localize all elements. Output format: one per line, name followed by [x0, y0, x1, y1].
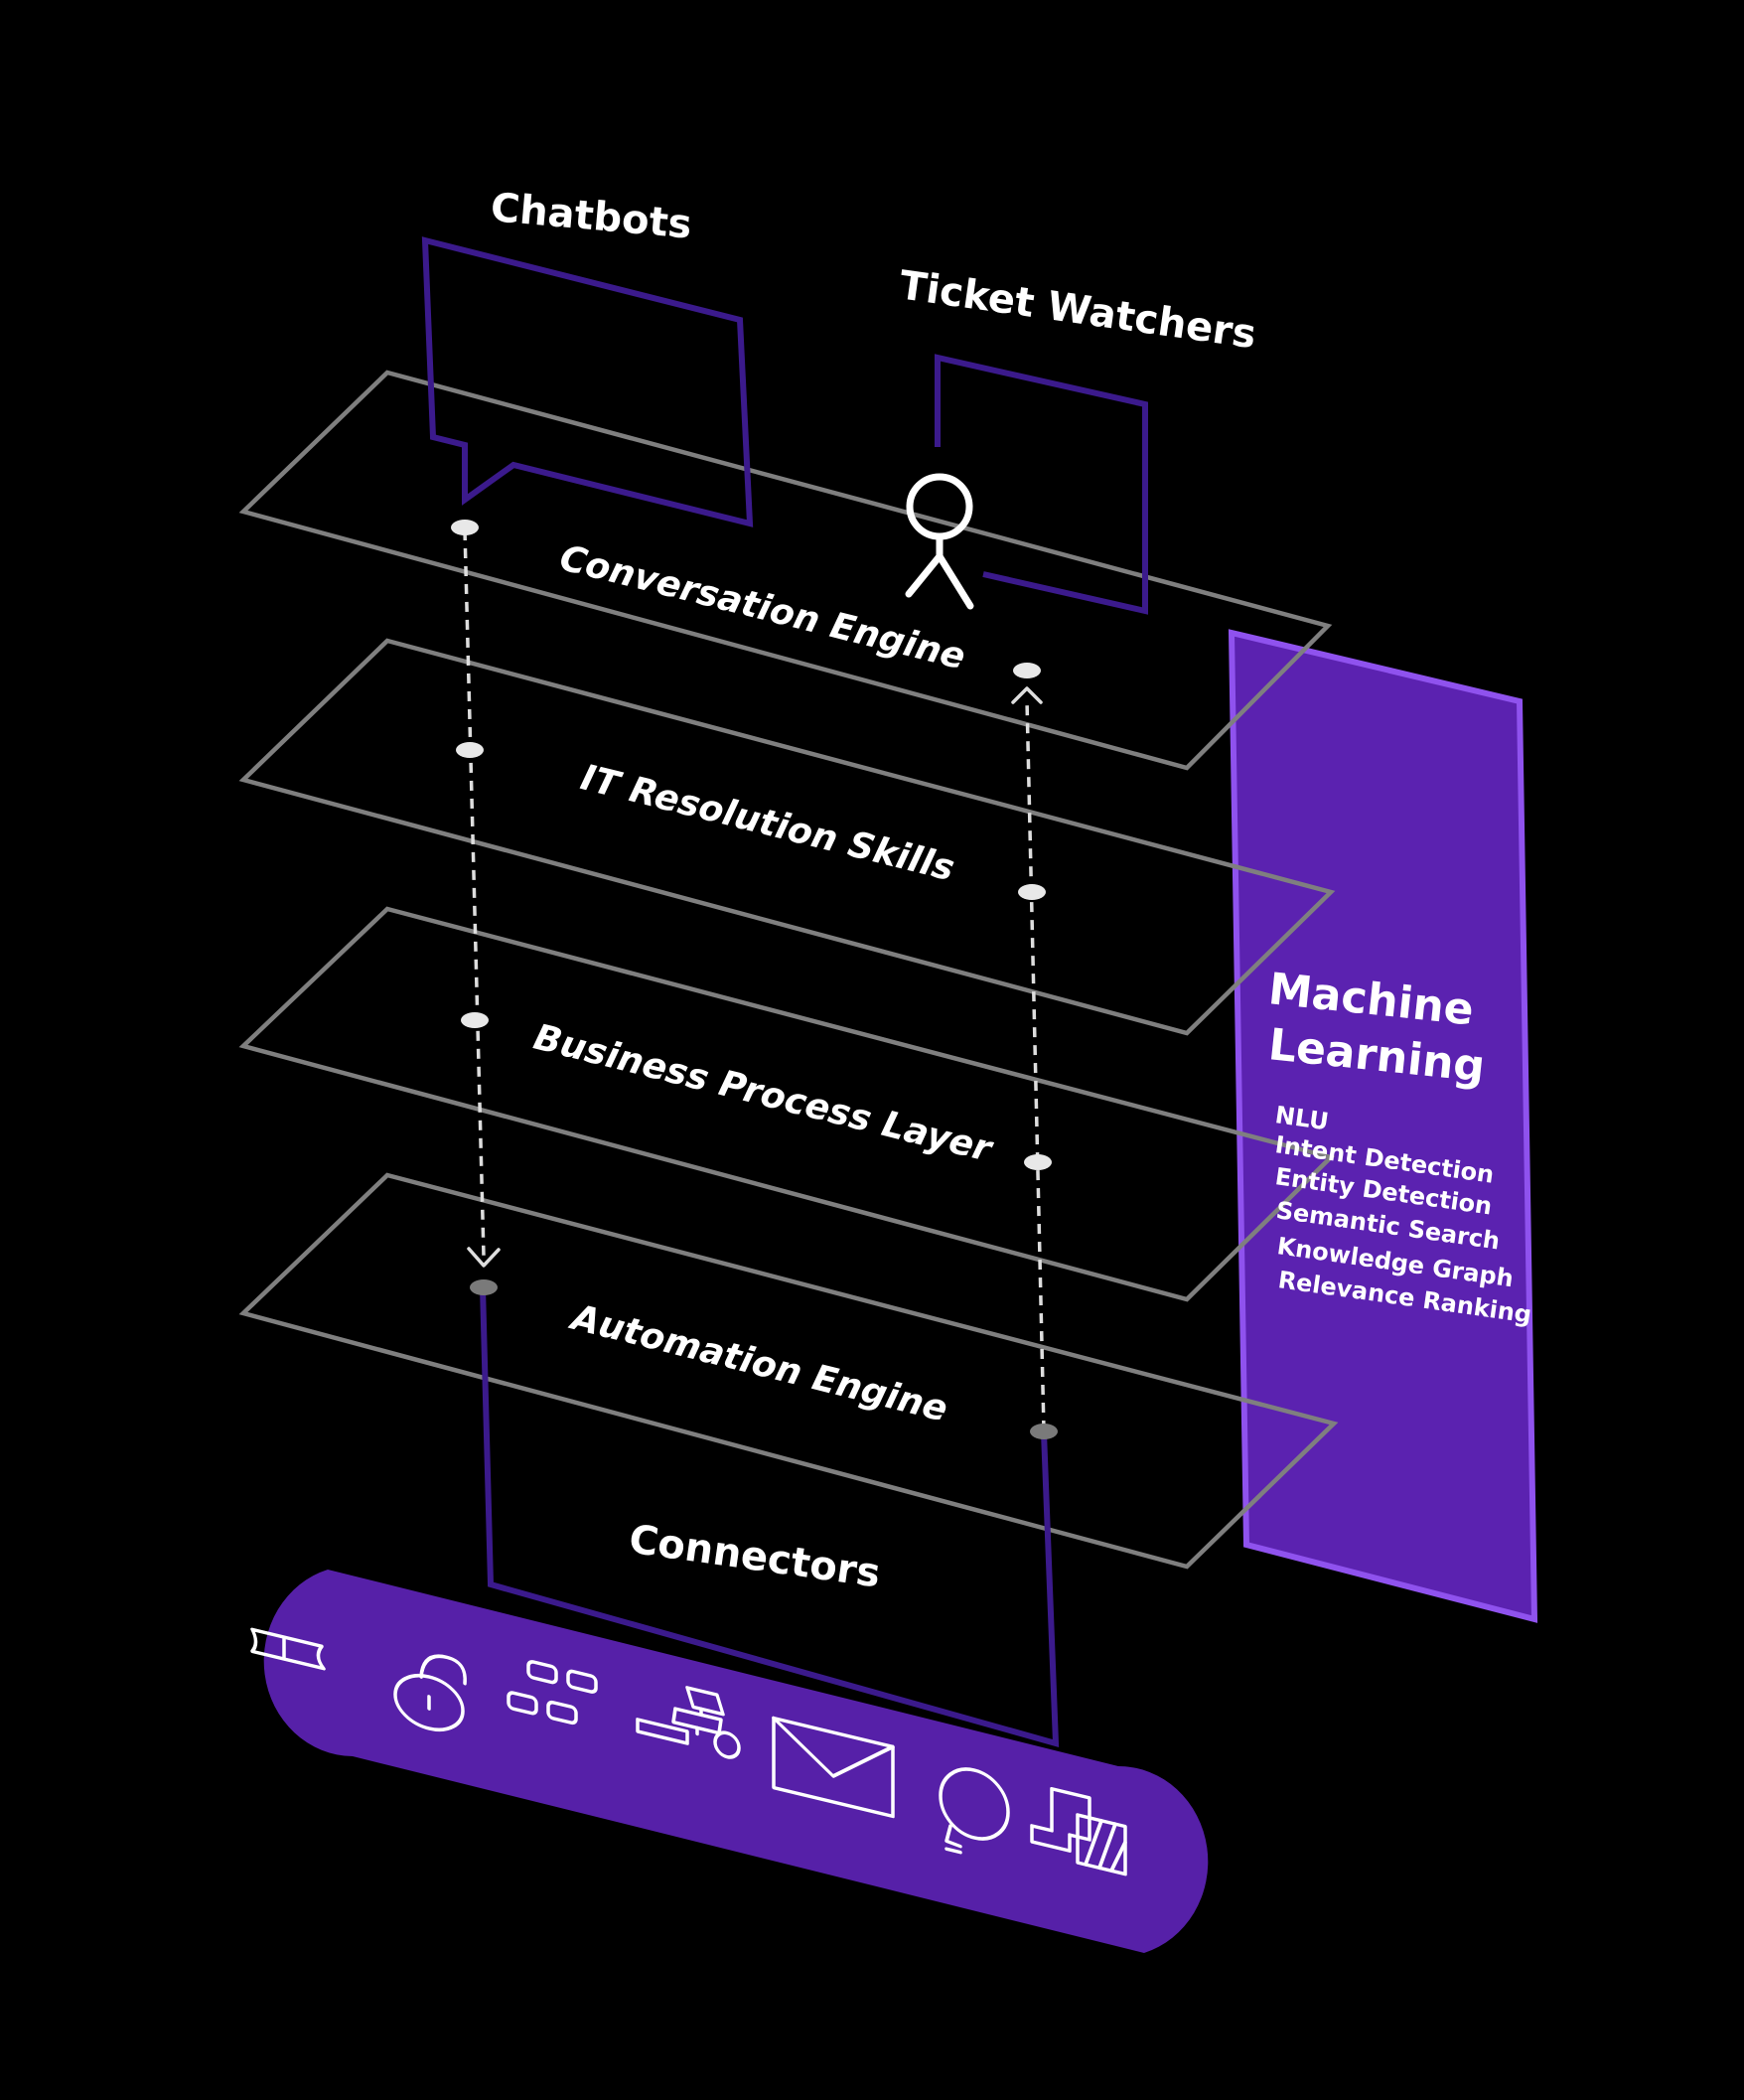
dot — [470, 1279, 498, 1295]
flow-line-up — [1011, 686, 1046, 1431]
dot — [1024, 1154, 1052, 1170]
layer-plane-conversation-engine — [238, 370, 1333, 771]
dot — [456, 742, 484, 758]
layer-plane-automation-engine — [238, 1172, 1339, 1570]
grid-icon — [507, 1660, 598, 1725]
chatbots-label: Chatbots — [489, 185, 693, 248]
machine-learning-panel — [1228, 629, 1538, 1623]
layer-label-business-process-layer: Business Process Layer — [529, 1017, 997, 1171]
mail-icon — [772, 1716, 895, 1819]
connectors-platform — [263, 1570, 1209, 1953]
lock-icon — [393, 1654, 467, 1732]
dot — [1030, 1424, 1058, 1439]
layer-plane-business-process-layer — [238, 906, 1336, 1302]
layer-label-automation-engine: Automation Engine — [565, 1296, 951, 1429]
ticket-icon — [250, 1627, 326, 1671]
flow-line-down — [463, 529, 501, 1268]
chatbots-bubble — [421, 236, 754, 527]
connectors-label: Connectors — [626, 1517, 883, 1597]
person-icon — [905, 473, 974, 610]
dot — [1013, 663, 1041, 678]
ticket-watchers-box — [935, 354, 1148, 615]
layer-label-conversation-engine: Conversation Engine — [556, 537, 969, 677]
connectors-frame — [480, 1286, 1060, 1748]
layer-plane-it-resolution-skills — [238, 638, 1336, 1036]
dot — [1018, 884, 1046, 900]
lightbulb-icon — [939, 1767, 1010, 1855]
dot — [451, 520, 479, 535]
ticket-watchers-label: Ticket Watchers — [897, 262, 1259, 358]
connection-dots — [451, 520, 1058, 1439]
document-icon — [1030, 1786, 1127, 1876]
flowchart-icon — [636, 1686, 741, 1759]
dot — [461, 1012, 489, 1028]
